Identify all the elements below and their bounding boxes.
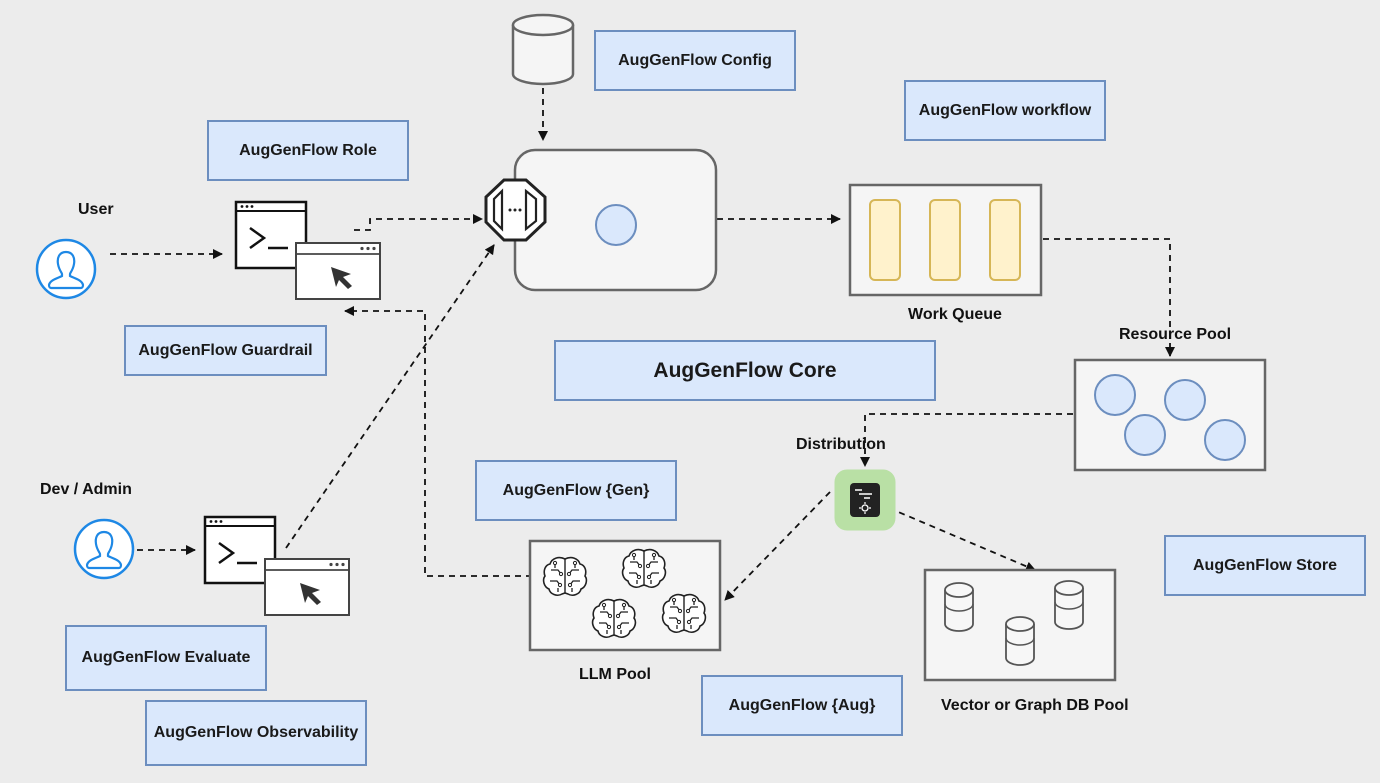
- brain-circuit-icon: [621, 548, 667, 588]
- caption-work-queue: Work Queue: [908, 306, 1002, 323]
- brain-circuit-icon: [661, 593, 707, 633]
- core-node: [595, 204, 637, 246]
- browser-cursor-icon[interactable]: [295, 242, 381, 300]
- brain-circuit-icon: [542, 556, 588, 596]
- resource-node: [1164, 379, 1206, 421]
- admin-avatar-icon[interactable]: [73, 518, 135, 580]
- distribution-node-icon[interactable]: [834, 469, 896, 531]
- database-cylinder-icon: [1005, 616, 1035, 666]
- caption-dev-admin: Dev / Admin: [40, 481, 132, 498]
- queue-item: [869, 199, 901, 281]
- caption-llm-pool: LLM Pool: [579, 666, 651, 683]
- user-avatar-icon[interactable]: [35, 238, 97, 300]
- label-gen: AugGenFlow {Gen}: [475, 460, 677, 521]
- connector-distribution-to-db: [888, 507, 1036, 572]
- connectors: [110, 88, 1175, 601]
- label-core: AugGenFlow Core: [554, 340, 936, 401]
- database-cylinder-icon: [1054, 580, 1084, 630]
- gateway-octagon-icon: [484, 178, 547, 242]
- caption-resource-pool: Resource Pool: [1119, 326, 1232, 343]
- connector-distribution-to-llm: [724, 491, 831, 601]
- label-config: AugGenFlow Config: [594, 30, 796, 91]
- connector-guardrail-to-gateway: [354, 214, 483, 231]
- label-aug: AugGenFlow {Aug}: [701, 675, 903, 736]
- label-workflow: AugGenFlow workflow: [904, 80, 1106, 141]
- label-role: AugGenFlow Role: [207, 120, 409, 181]
- database-cylinder-icon: [944, 582, 974, 632]
- caption-distribution: Distribution: [796, 436, 886, 453]
- label-guardrail: AugGenFlow Guardrail: [124, 325, 327, 376]
- caption-user: User: [78, 201, 114, 218]
- resource-node: [1124, 414, 1166, 456]
- caption-db-pool: Vector or Graph DB Pool: [941, 697, 1129, 714]
- connector-queue-to-resource: [1043, 238, 1175, 357]
- queue-item: [989, 199, 1021, 281]
- queue-item: [929, 199, 961, 281]
- connector-resource-to-distribution: [860, 413, 1073, 467]
- label-observability: AugGenFlow Observability: [145, 700, 367, 766]
- label-store: AugGenFlow Store: [1164, 535, 1366, 596]
- resource-node: [1204, 419, 1246, 461]
- resource-node: [1094, 374, 1136, 416]
- label-evaluate: AugGenFlow Evaluate: [65, 625, 267, 691]
- connector-llm-to-guardrail: [344, 306, 532, 577]
- brain-circuit-icon: [591, 598, 637, 638]
- config-database-icon: [511, 13, 575, 86]
- browser-cursor-icon[interactable]: [264, 558, 350, 616]
